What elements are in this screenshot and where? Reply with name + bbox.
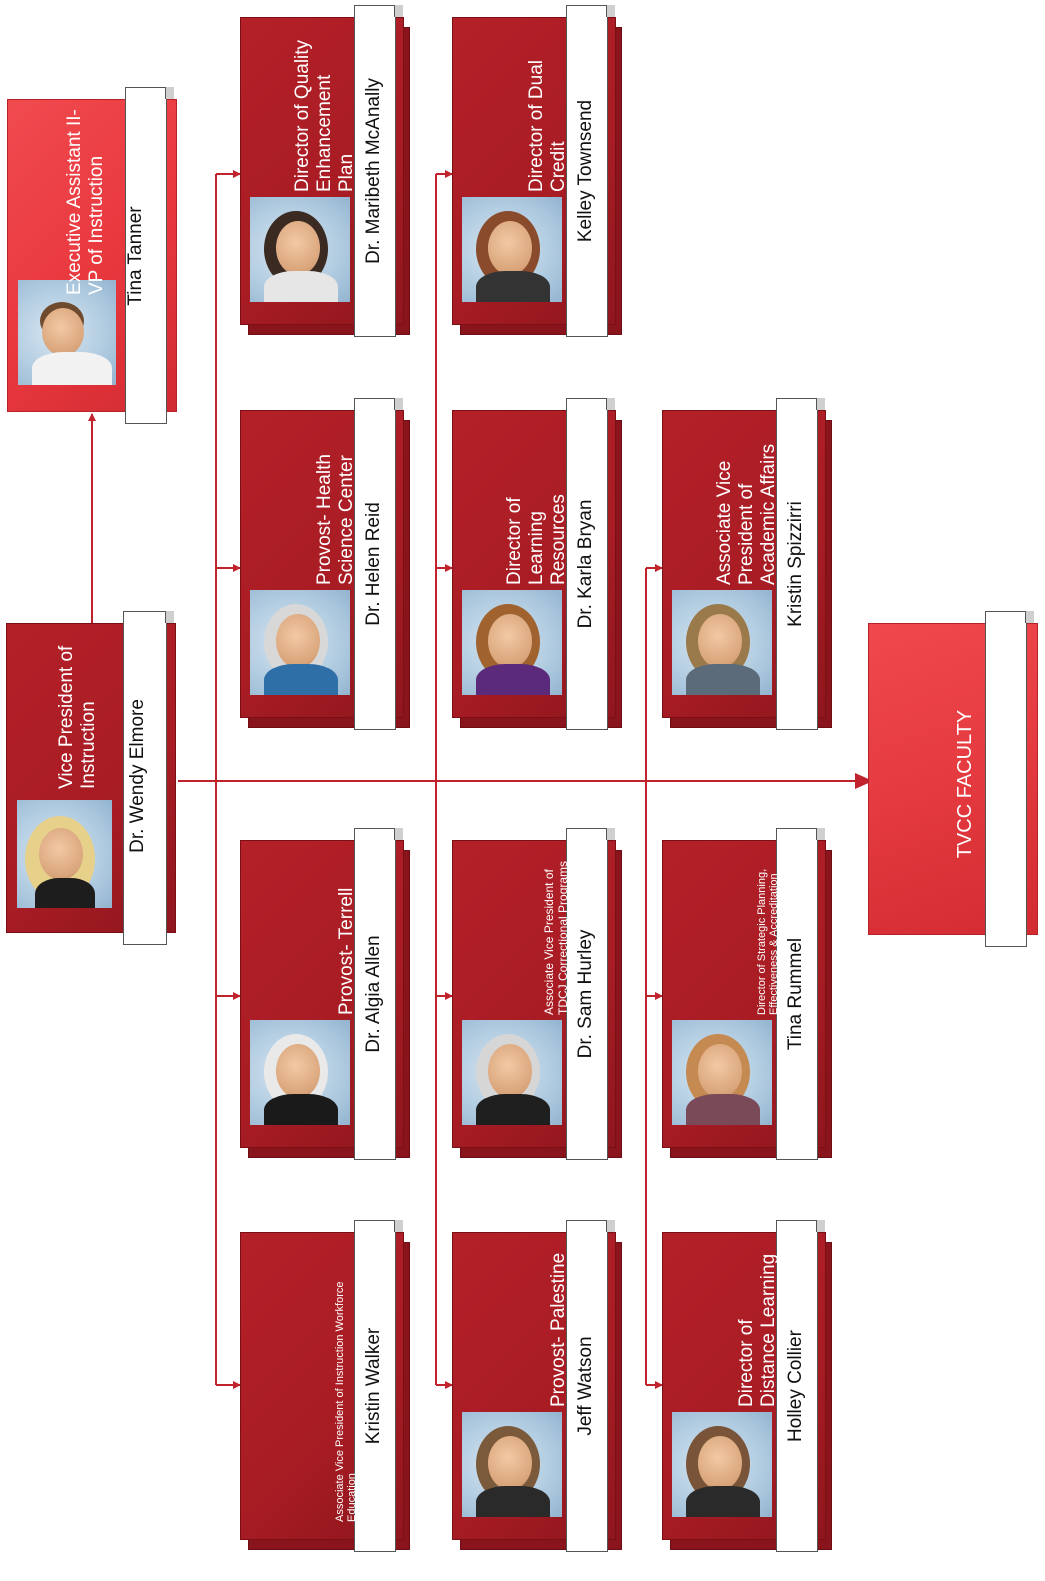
name-hurley: Dr. Sam Hurley <box>575 929 596 1059</box>
photo-rummel <box>672 1020 772 1125</box>
name-assistant: Tina Tanner <box>125 206 146 306</box>
name-rummel: Tina Rummel <box>785 937 806 1051</box>
photo-allen <box>250 1020 350 1125</box>
title-mcanally: Director of Quality Enhancement Plan <box>292 39 358 192</box>
title-reid: Provost- Health Science Center <box>314 454 358 585</box>
name-allen: Dr. Algia Allen <box>363 935 384 1053</box>
title-hurley: Associate Vice President of TDCJ Correct… <box>542 860 570 1015</box>
photo-assistant <box>18 280 116 385</box>
title-spizzirri: Associate Vice President of Academic Aff… <box>714 443 780 585</box>
photo-mcanally <box>250 197 350 302</box>
name-walker: Kristin Walker <box>363 1327 384 1445</box>
photo-reid <box>250 590 350 695</box>
title-allen: Provost- Terrell <box>336 887 358 1015</box>
title-townsend: Director of Dual Credit <box>526 60 570 192</box>
photo-watson <box>462 1412 562 1517</box>
name-vp: Dr. Wendy Elmore <box>127 699 148 853</box>
name-reid: Dr. Helen Reid <box>363 502 384 626</box>
title-collier: Director of Distance Learning <box>736 1253 780 1407</box>
photo-hurley <box>462 1020 562 1125</box>
card-vp <box>6 611 181 945</box>
name-mcanally: Dr. Maribeth McAnally <box>363 78 384 264</box>
photo-spizzirri <box>672 590 772 695</box>
title-assistant: Executive Assistant II- VP of Instructio… <box>64 109 107 295</box>
photo-collier <box>672 1412 772 1517</box>
card-faculty <box>868 611 1040 947</box>
title-vp: Vice President of Instruction <box>56 645 99 789</box>
name-townsend: Kelley Townsend <box>575 99 596 243</box>
name-bryan: Dr. Karla Bryan <box>575 499 596 629</box>
title-bryan: Director of Learning Resources <box>504 494 570 585</box>
photo-vp <box>17 800 112 908</box>
card-walker <box>240 1220 410 1552</box>
title-watson: Provost- Palestine <box>548 1252 570 1407</box>
faculty-label: TVCC FACULTY <box>953 709 976 859</box>
name-spizzirri: Kristin Spizzirri <box>785 501 806 627</box>
name-watson: Jeff Watson <box>575 1336 596 1436</box>
photo-bryan <box>462 590 562 695</box>
name-collier: Holley Collier <box>785 1330 806 1442</box>
photo-townsend <box>462 197 562 302</box>
title-rummel: Director of Strategic Planning, Effectiv… <box>755 868 780 1015</box>
title-walker: Associate Vice President of Instruction … <box>333 1281 358 1522</box>
